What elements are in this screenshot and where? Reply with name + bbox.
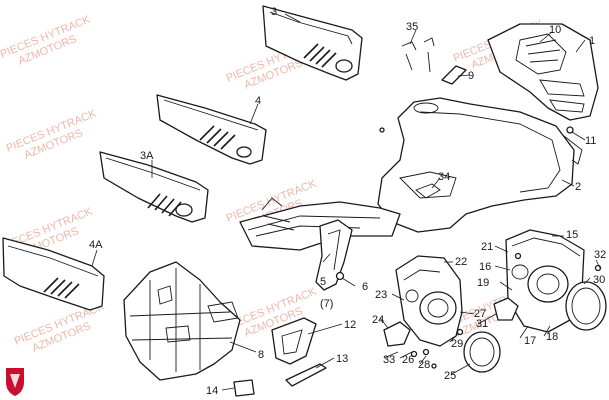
part-24-gasket [383, 321, 411, 347]
part-14-sticker [233, 379, 255, 397]
callout-13: 13 [336, 353, 348, 365]
callout-14: 14 [206, 385, 218, 397]
part-5-bracket [315, 219, 353, 291]
callout-24: 24 [372, 314, 384, 326]
part-4a-side-panel [2, 237, 105, 311]
callout-4a: 4A [89, 239, 103, 251]
callout-16: 16 [479, 261, 491, 273]
callout-5: 5 [320, 276, 326, 288]
part-3-side-panel [262, 5, 363, 81]
part-number-labels: 3 35 10 1 9 4 11 3A 34 2 21 15 4A 32 22 … [89, 6, 606, 397]
callout-9: 9 [468, 70, 474, 82]
part-13-rod [285, 363, 327, 387]
callout-8: 8 [258, 349, 264, 361]
part-12-plate [271, 317, 317, 365]
callout-31: 31 [476, 318, 488, 330]
callout-34: 34 [438, 171, 450, 183]
screws [335, 126, 602, 369]
callout-5-sub: (7) [320, 298, 333, 310]
shield-logo-icon [6, 368, 24, 396]
part-35-clips [401, 37, 435, 73]
callout-4: 4 [255, 95, 261, 107]
callout-26: 26 [402, 354, 414, 366]
callout-30: 30 [593, 274, 605, 286]
callout-12: 12 [344, 319, 356, 331]
callout-18: 18 [546, 331, 558, 343]
callout-25: 25 [444, 370, 456, 382]
leader-lines [91, 13, 601, 391]
part-2-main-body [377, 97, 583, 233]
callout-21: 21 [481, 241, 493, 253]
callout-28: 28 [418, 359, 430, 371]
callout-3: 3 [271, 6, 277, 18]
callout-10: 10 [549, 24, 561, 36]
part-30-lens-ring [565, 281, 607, 331]
callout-22: 22 [455, 256, 467, 268]
callout-29: 29 [451, 338, 463, 350]
part-1-front-fender [487, 23, 599, 121]
callout-19: 19 [477, 277, 489, 289]
callout-11: 11 [585, 135, 596, 147]
part-34-bolt [415, 183, 441, 199]
callout-1: 1 [589, 35, 595, 47]
callout-3a: 3A [140, 150, 154, 162]
callout-2: 2 [575, 181, 581, 193]
callout-15: 15 [566, 229, 578, 241]
callout-35: 35 [406, 21, 418, 33]
part-9-pad [441, 65, 467, 85]
part-15-right-headlight-housing [505, 229, 585, 333]
callout-32: 32 [594, 249, 606, 261]
part-4-side-panel [156, 94, 267, 165]
callout-17: 17 [524, 335, 536, 347]
part-22-left-headlight-housing [395, 255, 463, 347]
part-8-lower-frame [123, 261, 241, 381]
part-3a-side-panel [99, 151, 209, 223]
callout-23: 23 [375, 289, 387, 301]
callout-27: 27 [474, 308, 486, 320]
callout-6: 6 [362, 281, 368, 293]
callout-33: 33 [383, 354, 395, 366]
part-31-gasket [493, 297, 519, 321]
part-25-lens-ring [463, 331, 501, 373]
